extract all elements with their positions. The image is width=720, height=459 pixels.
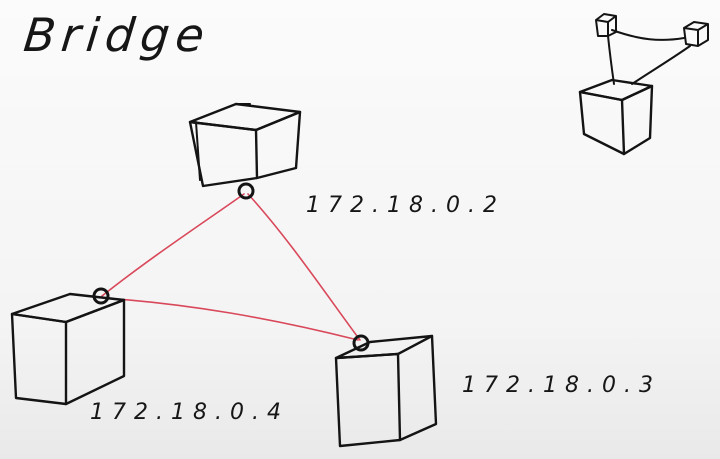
cube-icon	[10, 292, 126, 406]
link-left-right	[103, 297, 359, 341]
port-ring-icon	[92, 287, 110, 305]
container-ip-label: 172.18.0.3	[462, 373, 661, 398]
mini-topology-sketch	[578, 13, 709, 156]
cube-icon	[188, 102, 302, 188]
cube-icon	[334, 334, 438, 448]
link-top-left	[101, 193, 245, 297]
link-top-right	[247, 193, 361, 341]
port-ring-icon	[237, 182, 255, 200]
diagram-title: Bridge	[21, 8, 213, 62]
container-ip-label: 172.18.0.2	[306, 193, 505, 218]
port-ring-icon	[352, 334, 370, 352]
network-links	[101, 193, 361, 341]
container-ip-label: 172.18.0.4	[90, 400, 289, 425]
